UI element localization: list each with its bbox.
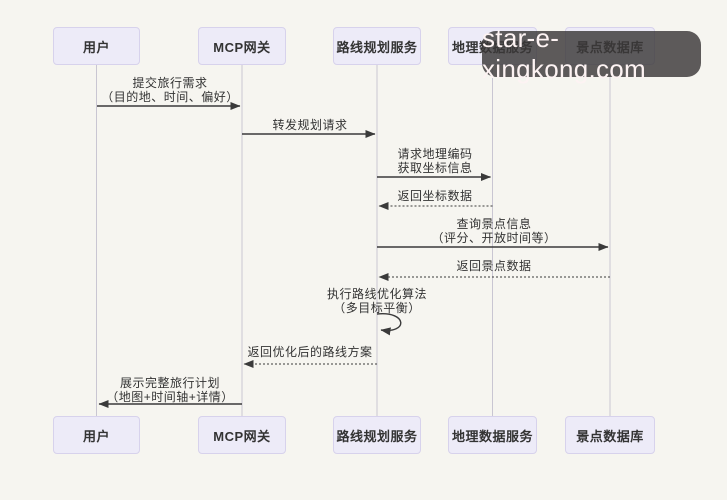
actor-box-route-planning-service-top: 路线规划服务	[333, 27, 421, 65]
actor-box-mcp-gateway-bottom: MCP网关	[198, 416, 286, 454]
watermark-text: star-e-xingkong.com	[482, 23, 647, 84]
actor-box-geo-data-service-bottom: 地理数据服务	[448, 416, 537, 454]
message-label-forward-planning-request: 转发规划请求	[272, 118, 348, 132]
actor-box-poi-database-bottom: 景点数据库	[565, 416, 655, 454]
watermark-badge: star-e-xingkong.com	[482, 23, 701, 84]
actor-box-user-bottom: 用户	[53, 416, 140, 454]
message-label-submit-travel-request: 提交旅行需求 （目的地、时间、偏好）	[101, 76, 239, 104]
message-label-query-poi-info: 查询景点信息 （评分、开放时间等）	[431, 217, 557, 245]
actor-box-user-top: 用户	[53, 27, 140, 65]
message-label-return-poi-data: 返回景点数据	[456, 259, 532, 273]
message-label-self-loop-optimize: 执行路线优化算法 （多目标平衡）	[326, 287, 428, 315]
message-label-show-travel-plan: 展示完整旅行计划 （地图+时间轴+详情）	[106, 376, 234, 404]
actor-box-route-planning-service-bottom: 路线规划服务	[333, 416, 421, 454]
arrow-self-loop-optimize	[376, 313, 402, 336]
message-label-request-geocoding: 请求地理编码 获取坐标信息	[397, 147, 473, 175]
message-label-return-coordinate-data: 返回坐标数据	[397, 189, 473, 203]
message-label-return-optimized-route: 返回优化后的路线方案	[247, 345, 373, 359]
actor-box-mcp-gateway-top: MCP网关	[198, 27, 286, 65]
